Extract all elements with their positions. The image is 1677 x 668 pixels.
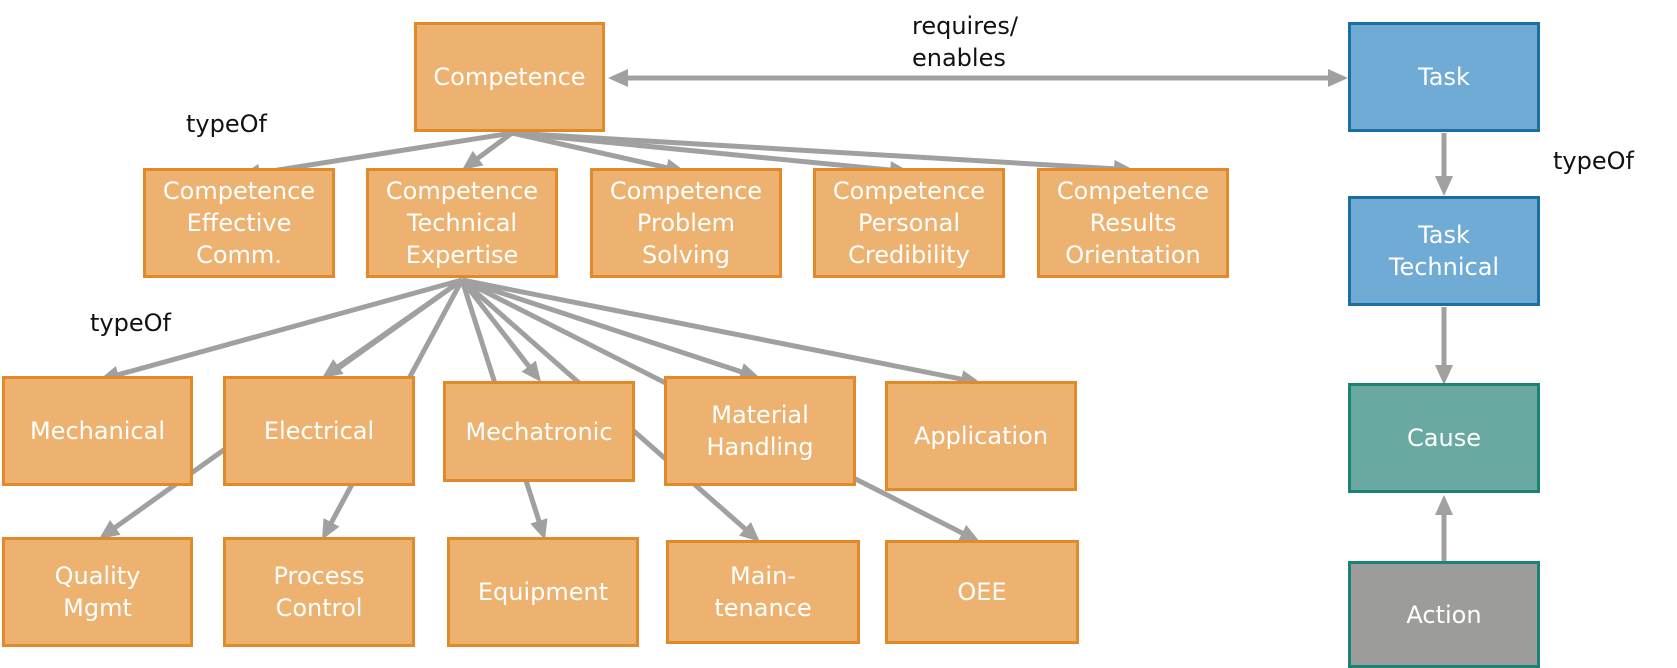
edge-task-task-technical-arrowhead: [1435, 176, 1453, 196]
edge-technical-mechanical: [111, 277, 463, 379]
edge-task-technical-cause-arrowhead: [1435, 365, 1453, 385]
edge-competence-technical-expertise-arrowhead: [462, 150, 484, 170]
edge-label-typeof-task: typeOf: [1553, 147, 1634, 175]
edge-competence-results-orientation: [511, 130, 1121, 172]
edge-technical-oee-arrowhead: [958, 524, 980, 542]
node-process-control[interactable]: Process Control: [223, 537, 415, 647]
node-oee[interactable]: OEE: [885, 540, 1079, 644]
edge-action-cause-arrowhead: [1435, 495, 1453, 515]
edge-competence-task-arrowhead-start: [608, 69, 628, 87]
node-mechatronic[interactable]: Mechatronic: [443, 381, 635, 482]
edge-technical-process-control-arrowhead: [322, 518, 340, 540]
node-electrical[interactable]: Electrical: [223, 376, 415, 486]
node-task-technical[interactable]: Task Technical: [1348, 196, 1540, 306]
node-cause[interactable]: Cause: [1348, 383, 1540, 493]
edge-label-typeof-competence: typeOf: [186, 110, 267, 138]
node-action[interactable]: Action: [1348, 561, 1540, 668]
node-material-handling[interactable]: Material Handling: [664, 376, 856, 486]
edge-competence-problem-solving: [511, 130, 673, 172]
node-competence-personal-credibility[interactable]: Competence Personal Credibility: [813, 168, 1005, 278]
node-competence-effective-comm[interactable]: Competence Effective Comm.: [143, 168, 335, 278]
edge-technical-maintenance-arrowhead: [739, 522, 760, 542]
edge-competence-effective-comm: [253, 130, 513, 177]
edge-competence-technical-expertise: [471, 130, 514, 164]
edge-label-typeof-technical: typeOf: [90, 309, 171, 337]
edge-technical-mechatronic-arrowhead: [521, 360, 541, 382]
node-competence-technical-expertise[interactable]: Competence Technical Expertise: [366, 168, 558, 278]
edge-competence-task-arrowhead: [1328, 69, 1348, 87]
edge-technical-quality-mgmt-arrowhead: [99, 520, 121, 539]
node-maintenance[interactable]: Main- tenance: [666, 540, 860, 644]
edge-technical-material-handling: [461, 277, 748, 377]
node-mechanical[interactable]: Mechanical: [2, 376, 193, 486]
node-competence-results-orientation[interactable]: Competence Results Orientation: [1037, 168, 1229, 278]
edge-technical-mechatronic: [460, 278, 535, 373]
node-equipment[interactable]: Equipment: [447, 537, 639, 647]
node-application[interactable]: Application: [885, 381, 1077, 491]
edge-technical-application: [461, 277, 968, 383]
edge-technical-equipment-arrowhead: [530, 518, 548, 540]
node-task[interactable]: Task: [1348, 22, 1540, 132]
node-competence[interactable]: Competence: [414, 22, 605, 132]
edge-label-requires-enables: requires/ enables: [912, 12, 1018, 72]
node-competence-problem-solving[interactable]: Competence Problem Solving: [590, 168, 782, 278]
node-quality-mgmt[interactable]: Quality Mgmt: [2, 537, 193, 647]
